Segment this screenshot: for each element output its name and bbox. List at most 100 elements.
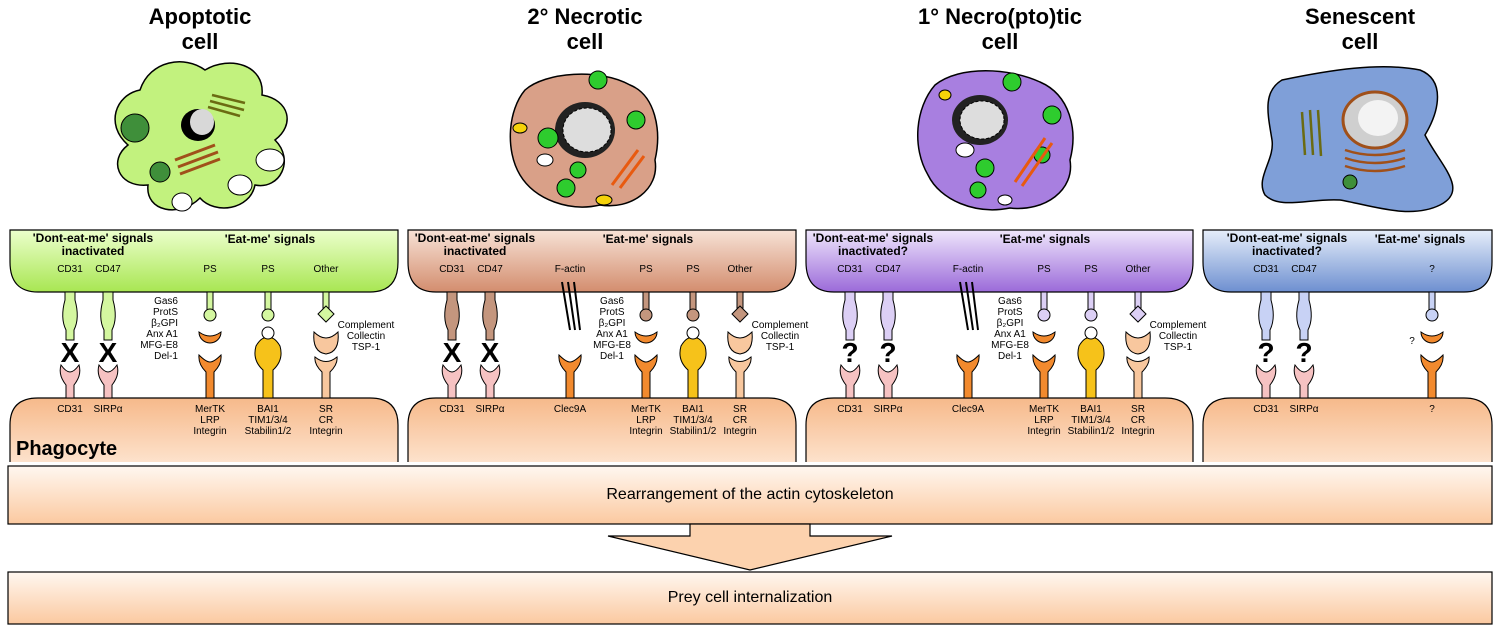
p2-rec-stabilin: Stabilin1/2 xyxy=(1068,426,1115,437)
rec-label-bai1: BAI1 xyxy=(257,404,279,415)
p3-cd47-ligand xyxy=(1296,291,1312,341)
p1-bridging-label-0: Gas6 xyxy=(600,296,624,307)
p1-sr-receptor xyxy=(728,356,752,399)
p3-lig-cd31: CD31 xyxy=(1253,264,1279,275)
p2-lig-ps2: PS xyxy=(1084,264,1098,275)
p1-rec-cd31: CD31 xyxy=(439,404,465,415)
complement-label-2: TSP-1 xyxy=(352,342,381,353)
p1-rec-cr: CR xyxy=(733,415,747,426)
rec-label-integrin: Integrin xyxy=(193,426,226,437)
p2-clec9a-receptor xyxy=(956,353,980,399)
p2-bridging-label-0: Gas6 xyxy=(998,296,1022,307)
p1-rec-sirpa: SIRPα xyxy=(475,404,504,415)
p1-cd47-ligand xyxy=(482,291,498,341)
p2-bai1-receptor-pocket xyxy=(1084,326,1098,340)
p2-bridging xyxy=(1032,331,1056,344)
mertk-receptor xyxy=(198,353,222,399)
p2-rec-tim: TIM1/3/4 xyxy=(1071,415,1111,426)
ligand-cd47-label: CD47 xyxy=(95,264,121,275)
p1-mertk-receptor xyxy=(634,353,658,399)
p1-sr-receptor-cup xyxy=(727,330,753,355)
p2-bridging-label-4: MFG-E8 xyxy=(991,340,1029,351)
p3-unknown-ligand-stalk xyxy=(1428,291,1436,311)
secondary-necrotic-cell-illustration xyxy=(509,70,659,208)
ps-ligand-1 xyxy=(203,308,217,322)
down-arrow xyxy=(607,523,893,571)
rec-label-sirpa: SIRPα xyxy=(93,404,122,415)
p2-lig-cd31: CD31 xyxy=(837,264,863,275)
p1-rec-tim: TIM1/3/4 xyxy=(673,415,713,426)
sr-receptor xyxy=(314,356,338,399)
sr-receptor-cup xyxy=(313,330,339,355)
ps-ligand-1-stalk xyxy=(206,291,214,311)
p2-sr-receptor xyxy=(1126,356,1150,399)
p3-bridging xyxy=(1420,331,1444,344)
p2-mertk-receptor xyxy=(1032,353,1056,399)
p1-clec9a-receptor xyxy=(558,353,582,399)
bridging-label-5: Del-1 xyxy=(154,351,178,362)
p2-complement-label-0: Complement xyxy=(1150,320,1207,331)
p1-rec-stabilin: Stabilin1/2 xyxy=(670,426,717,437)
complement-label-1: Collectin xyxy=(347,331,385,342)
rec-label-stabilin: Stabilin1/2 xyxy=(245,426,292,437)
bai1-receptor xyxy=(254,337,282,399)
p1-rec-clec9a: Clec9A xyxy=(554,404,587,415)
p3-cd31-ligand xyxy=(1258,291,1274,341)
p3-lig-q: ? xyxy=(1429,264,1435,275)
p2-cd31-receptor xyxy=(839,363,861,399)
p1-lig-ps1: PS xyxy=(639,264,653,275)
p1-bai1-receptor-pocket xyxy=(686,326,700,340)
p2-lig-factin: F-actin xyxy=(953,264,984,275)
p2-cd47-ligand xyxy=(880,291,896,341)
p2-rec-mertk: MerTK xyxy=(1029,404,1059,415)
p3-unknown-ligand xyxy=(1425,308,1439,322)
p2-sr-receptor-cup xyxy=(1125,330,1151,355)
p2-block-cd47: ? xyxy=(879,337,896,368)
p1-bai1-receptor xyxy=(679,337,707,399)
p1-rec-integrin-2: Integrin xyxy=(723,426,756,437)
bridging-label-0: Gas6 xyxy=(154,296,178,307)
p2-lig-ps1: PS xyxy=(1037,264,1051,275)
p2-rec-sr: SR xyxy=(1131,404,1145,415)
p2-ps-ligand-2 xyxy=(1084,308,1098,322)
rec-label-lrp: LRP xyxy=(200,415,220,426)
ligand-other-label: Other xyxy=(313,264,339,275)
p1-ps-ligand-1 xyxy=(639,308,653,322)
phagocyte-membrane-2 xyxy=(407,397,797,462)
p2-bridging-label-1: ProtS xyxy=(997,307,1022,318)
necrotic-membrane xyxy=(407,229,797,293)
bridging-label-3: Anx A1 xyxy=(146,329,178,340)
complement-label-0: Complement xyxy=(338,320,395,331)
p1-complement-label-1: Collectin xyxy=(761,331,799,342)
eat-me-label-3: 'Eat-me' signals xyxy=(999,232,1091,246)
p1-bridging-label-2: β₂GPI xyxy=(599,318,626,329)
other-ligand xyxy=(317,305,335,323)
cd31-ligand xyxy=(62,291,78,341)
p3-side-q: ? xyxy=(1409,336,1415,347)
p1-bridging-label-3: Anx A1 xyxy=(596,329,628,340)
apoptotic-cell-illustration xyxy=(114,61,288,212)
p1-cd31-ligand xyxy=(444,291,460,341)
ps-ligand-2 xyxy=(261,308,275,322)
p2-rec-sirpa: SIRPα xyxy=(873,404,902,415)
p2-bridging-label-2: β₂GPI xyxy=(997,318,1024,329)
bridging-label-4: MFG-E8 xyxy=(140,340,178,351)
phagocyte-membrane-4 xyxy=(1202,397,1493,462)
bridging-label-2: β₂GPI xyxy=(151,318,178,329)
p2-lig-cd47: CD47 xyxy=(875,264,901,275)
p2-bridging-label-5: Del-1 xyxy=(998,351,1022,362)
p1-factin-filament-0 xyxy=(561,281,571,331)
p2-rec-cd31: CD31 xyxy=(837,404,863,415)
ps-ligand-2-stalk xyxy=(264,291,272,311)
p2-complement-label-1: Collectin xyxy=(1159,331,1197,342)
p1-block-cd47: X xyxy=(481,337,500,368)
p3-cd31-receptor xyxy=(1255,363,1277,399)
p2-ps-ligand-1-stalk xyxy=(1040,291,1048,311)
p3-lig-cd47: CD47 xyxy=(1291,264,1317,275)
rec-label-tim: TIM1/3/4 xyxy=(248,415,288,426)
